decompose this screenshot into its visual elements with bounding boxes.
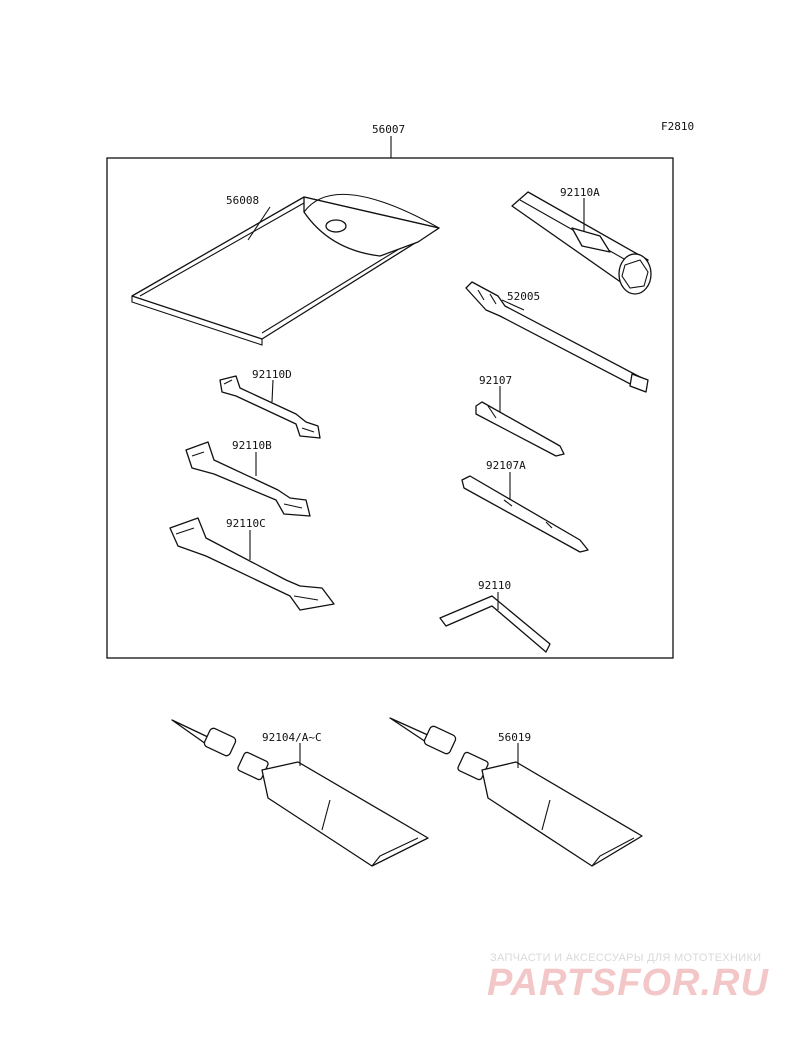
- box-wrench-label: 92110A: [560, 186, 600, 199]
- driver-handle-label: 52005: [507, 290, 540, 303]
- wrench-c-label: 92110C: [226, 517, 266, 530]
- screwdriver-bit-a-label: 92107A: [486, 459, 526, 472]
- kit-part-label: 56007: [372, 123, 405, 136]
- grease-tube-left-label: 92104/A~C: [262, 731, 322, 744]
- tool-kit-frame: [106, 157, 674, 659]
- pouch-part-label: 56008: [226, 194, 259, 207]
- watermark-caption: ЗАПЧАСТИ И АКСЕССУАРЫ ДЛЯ МОТОТЕХНИКИ: [490, 952, 762, 964]
- wrench-d-label: 92110D: [252, 368, 292, 381]
- driver-handle-leader: [501, 299, 525, 311]
- grease-tube-left: [171, 719, 429, 867]
- box-wrench-tool: [511, 191, 652, 295]
- hex-key-label: 92110: [478, 579, 511, 592]
- pouch-leader: [247, 206, 271, 241]
- driver-handle-tool: [465, 281, 649, 393]
- watermark-logo: PARTSFOR.RU: [487, 962, 769, 1004]
- hex-key-tool: [439, 595, 551, 653]
- open-end-wrench-large: [169, 517, 335, 611]
- grease-tube-right: [389, 717, 643, 867]
- open-end-wrench-medium: [185, 441, 311, 517]
- wrench-d-leader: [271, 379, 274, 403]
- screwdriver-bit-tool: [475, 401, 565, 457]
- grease-tube-right-label: 56019: [498, 731, 531, 744]
- double-screwdriver-bit-tool: [461, 475, 589, 553]
- wrench-b-label: 92110B: [232, 439, 272, 452]
- screwdriver-bit-label: 92107: [479, 374, 512, 387]
- open-end-wrench-small: [219, 375, 321, 439]
- tool-pouch: [131, 193, 440, 346]
- figure-id-label: F2810: [661, 120, 694, 133]
